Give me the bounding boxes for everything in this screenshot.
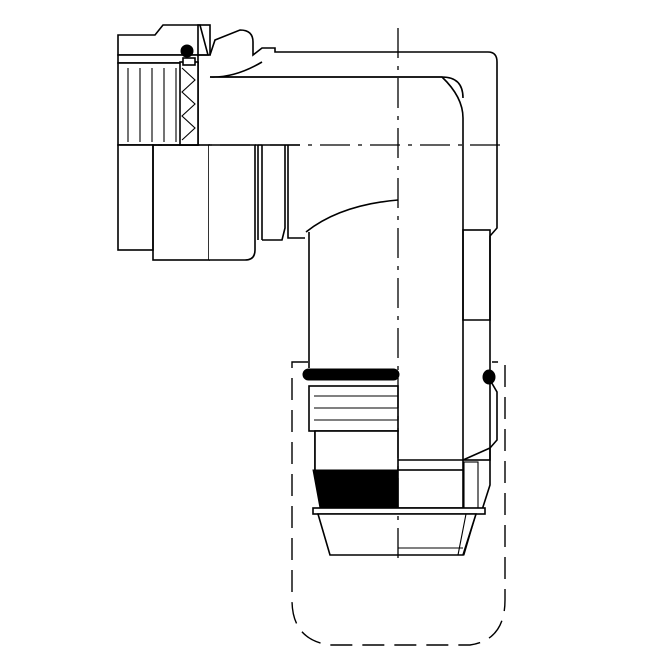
inner-bore xyxy=(255,144,399,368)
o-ring-top xyxy=(180,44,194,58)
cable-gland xyxy=(308,385,486,556)
centerlines xyxy=(120,28,505,560)
elbow-body xyxy=(209,29,498,511)
coupling-nut xyxy=(117,24,256,261)
phantom-boot xyxy=(291,361,506,646)
o-ring-lower xyxy=(302,368,400,381)
